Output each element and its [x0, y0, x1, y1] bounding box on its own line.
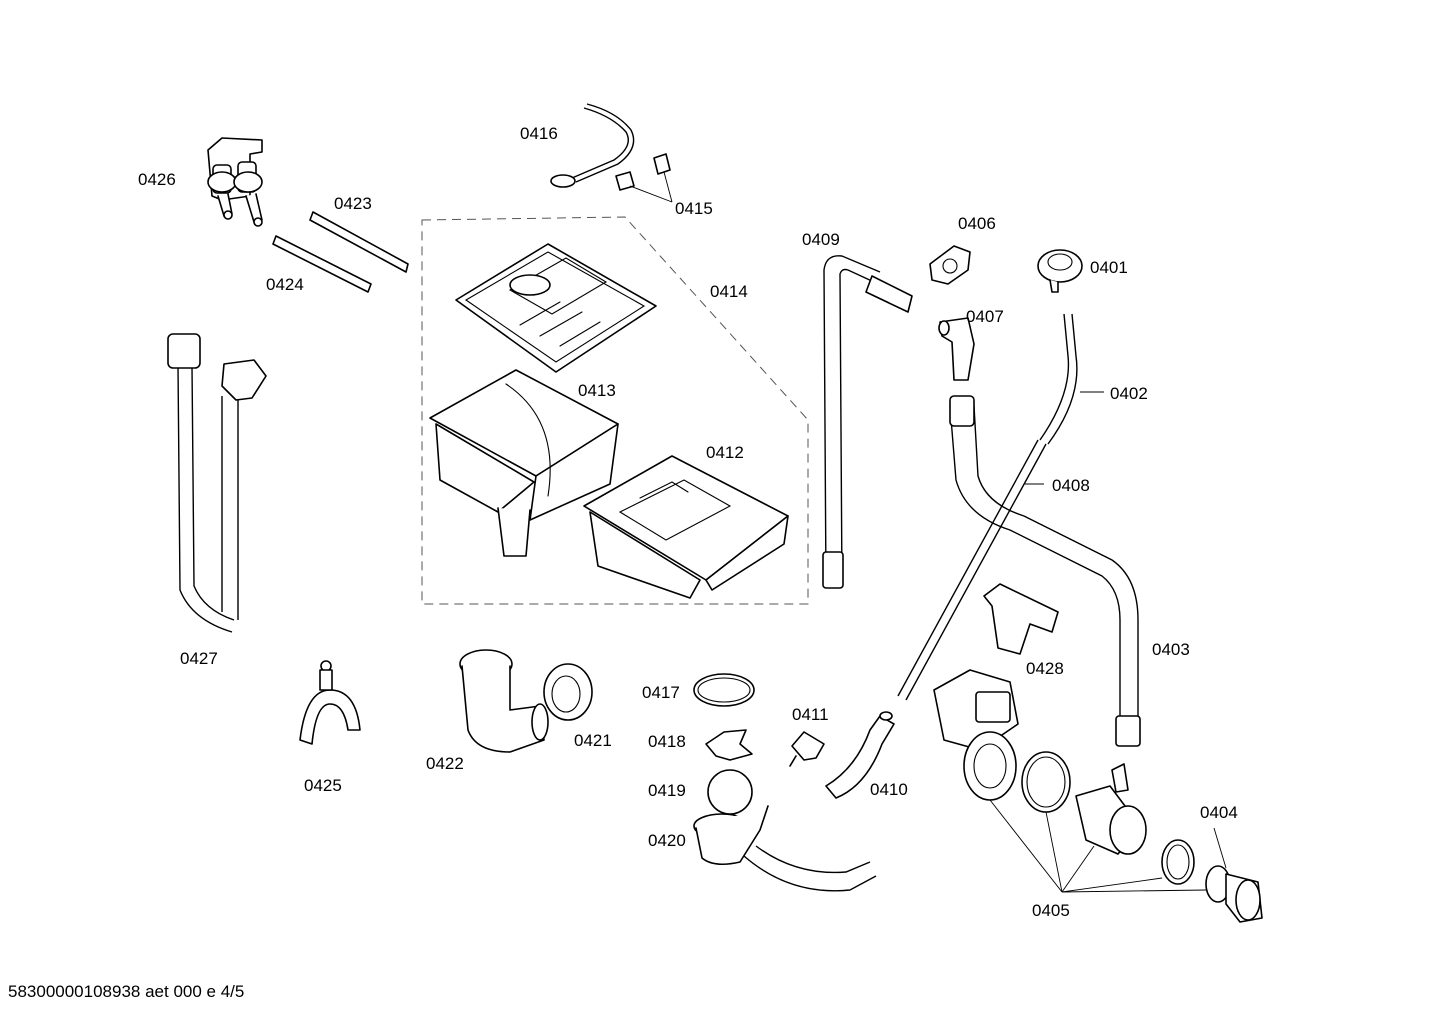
part-0414-drawer-cover[interactable]	[455, 243, 657, 373]
part-0402-pressure-tube[interactable]	[1039, 313, 1078, 445]
label-0410: 0410	[870, 780, 908, 799]
label-0411: 0411	[792, 705, 829, 724]
label-0406: 0406	[958, 214, 996, 233]
part-0408-tube[interactable]	[897, 439, 1047, 701]
label-0420: 0420	[648, 831, 686, 850]
label-0422: 0422	[426, 754, 464, 773]
label-0408: 0408	[1052, 476, 1090, 495]
part-0409-hose[interactable]	[822, 255, 913, 589]
part-0411-valve-part[interactable]	[789, 731, 825, 767]
part-0413-drawer-housing[interactable]	[429, 369, 619, 557]
label-0404: 0404	[1200, 803, 1238, 822]
label-0412: 0412	[706, 443, 744, 462]
part-0427-inlet-hose[interactable]	[167, 333, 267, 633]
part-0415-clips[interactable]	[615, 153, 673, 203]
label-0416: 0416	[520, 124, 558, 143]
label-0421: 0421	[574, 731, 612, 750]
label-0419: 0419	[648, 781, 686, 800]
label-0424: 0424	[266, 275, 304, 294]
part-0422-elbow-bellows[interactable]	[459, 649, 549, 753]
part-0407-elbow[interactable]	[938, 317, 975, 381]
part-0401-pressure-switch[interactable]	[1037, 249, 1083, 293]
part-0428-bracket[interactable]	[983, 583, 1059, 655]
drawing-reference: 58300000108938 aet 000 e 4/5	[8, 982, 244, 1001]
part-0416-hose[interactable]	[550, 103, 635, 188]
label-0401: 0401	[1090, 258, 1128, 277]
label-0402: 0402	[1110, 384, 1148, 403]
label-0409: 0409	[802, 230, 840, 249]
label-0423: 0423	[334, 194, 372, 213]
label-0413: 0413	[578, 381, 616, 400]
label-0428: 0428	[1026, 659, 1064, 678]
label-0427: 0427	[180, 649, 218, 668]
part-0420-sump-hose[interactable]	[693, 805, 877, 892]
label-0415: 0415	[675, 199, 713, 218]
part-0421-seal[interactable]	[543, 663, 593, 721]
part-0412-detergent-drawer[interactable]	[583, 455, 789, 599]
label-0403: 0403	[1152, 640, 1190, 659]
label-0425: 0425	[304, 776, 342, 795]
part-0418-clip[interactable]	[705, 729, 753, 761]
label-0414: 0414	[710, 282, 748, 301]
part-0404-filter[interactable]	[1161, 839, 1263, 923]
part-0423-tube[interactable]	[309, 211, 409, 273]
leader-lines	[989, 391, 1227, 893]
part-0417-ring-clamp[interactable]	[693, 673, 755, 707]
part-0403-drain-hose[interactable]	[949, 395, 1141, 747]
label-0405: 0405	[1032, 901, 1070, 920]
part-0425-hose-support[interactable]	[299, 660, 361, 745]
label-0417: 0417	[642, 683, 680, 702]
part-0419-ball[interactable]	[707, 769, 753, 815]
part-0410-curved-tube[interactable]	[825, 711, 895, 799]
part-0406-clamp[interactable]	[929, 245, 971, 285]
part-0405-drain-pump[interactable]	[933, 669, 1147, 855]
part-0426-water-valve[interactable]	[207, 137, 263, 227]
label-0426: 0426	[138, 170, 176, 189]
label-0407: 0407	[966, 307, 1004, 326]
label-0418: 0418	[648, 732, 686, 751]
part-0424-tube[interactable]	[272, 235, 372, 293]
drawer-group-outline	[421, 216, 809, 605]
